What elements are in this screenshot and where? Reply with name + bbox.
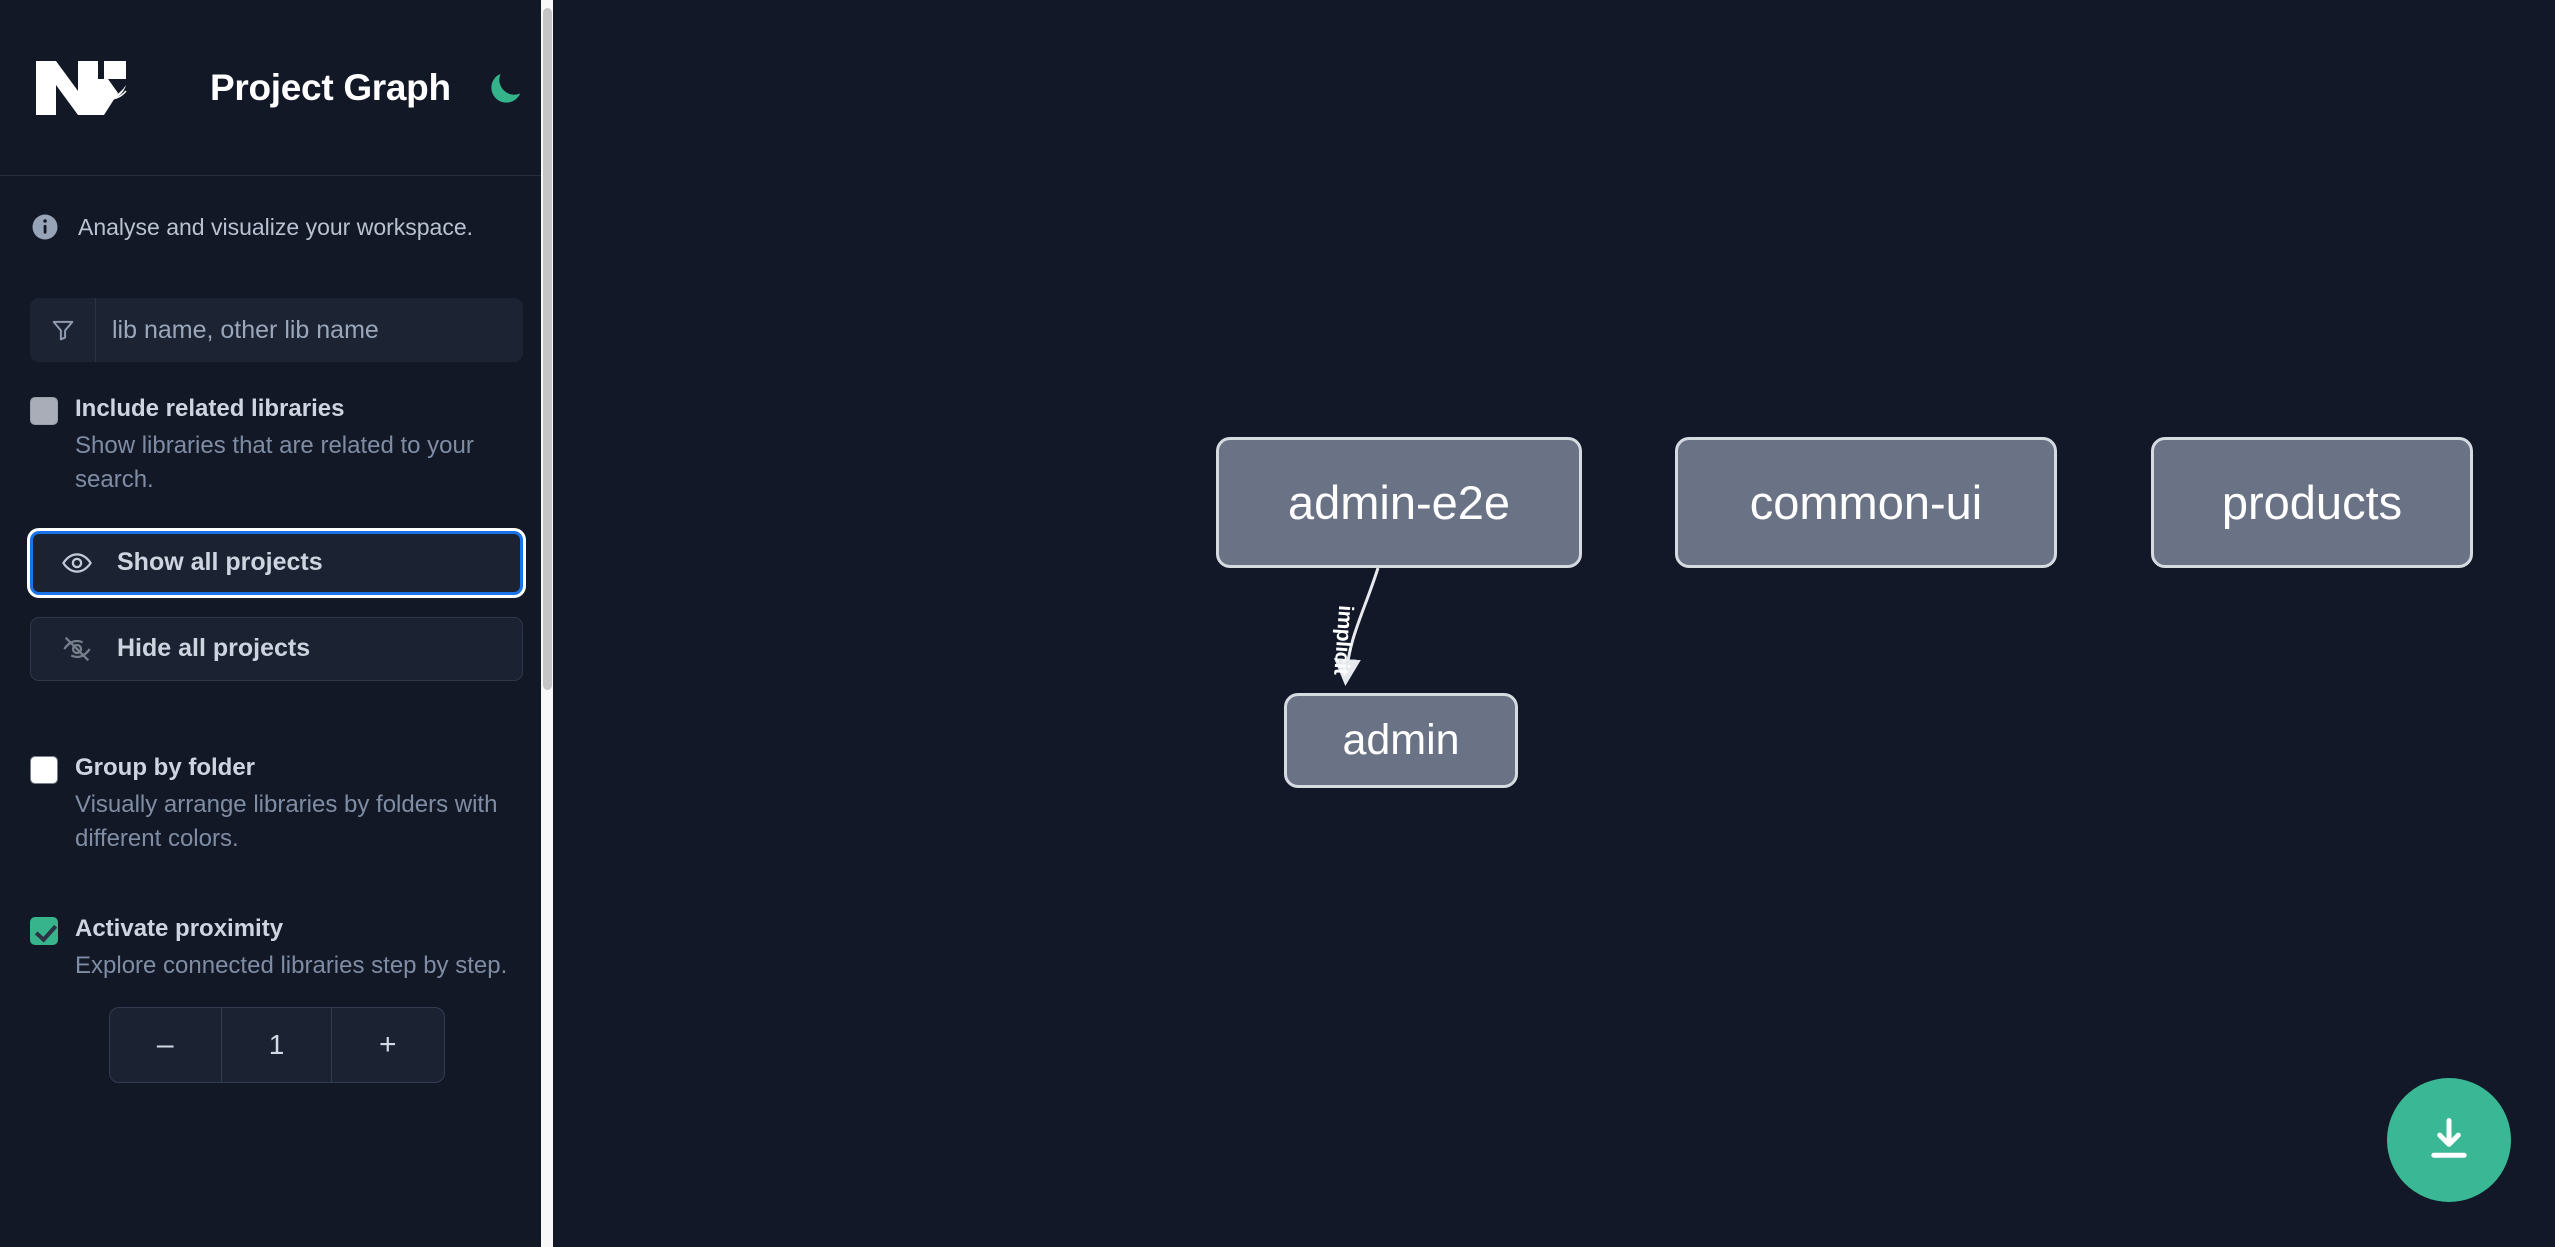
- option-description: Explore connected libraries step by step…: [75, 951, 508, 979]
- header-divider: [0, 175, 553, 176]
- workspace-info: Analyse and visualize your workspace.: [0, 176, 553, 276]
- option-title: Include related libraries: [75, 395, 345, 422]
- page-title: Project Graph: [210, 66, 451, 108]
- hide-all-projects-label: Hide all projects: [117, 634, 311, 663]
- filter-section: [0, 276, 553, 362]
- proximity-stepper-wrap: – 1 +: [0, 983, 553, 1083]
- option-include-related-libraries[interactable]: Include related libraries Show libraries…: [0, 362, 553, 497]
- sidebar: Project Graph Analyse and visualize y: [0, 0, 553, 1247]
- graph-edges: [1333, 567, 1380, 686]
- option-title: Activate proximity: [75, 914, 284, 942]
- node-label: admin-e2e: [1287, 476, 1511, 529]
- graph-node-common-ui[interactable]: common-ui: [1675, 437, 2057, 568]
- eye-off-icon: [59, 631, 95, 667]
- node-label: common-ui: [1749, 476, 1983, 529]
- hide-all-projects-button[interactable]: Hide all projects: [30, 616, 523, 681]
- proximity-value: 1: [220, 1007, 333, 1082]
- proximity-increment-button[interactable]: +: [379, 1027, 397, 1061]
- option-description: Show libraries that are related to your …: [75, 431, 474, 493]
- option-title: Group by folder: [75, 753, 255, 781]
- search-box: [30, 298, 523, 362]
- show-all-wrap: Show all projects: [0, 530, 553, 595]
- option-activate-proximity[interactable]: Activate proximity Explore connected lib…: [0, 882, 553, 983]
- workspace-info-text: Analyse and visualize your workspace.: [78, 213, 474, 240]
- edge-label-implicit-admin: implicit: [1329, 604, 1358, 676]
- nx-logo-icon: [30, 57, 130, 119]
- proximity-stepper: – 1 +: [108, 1006, 445, 1083]
- info-icon: [30, 212, 60, 242]
- filter-icon[interactable]: [30, 298, 96, 362]
- node-label: products: [2221, 476, 2403, 529]
- graph-node-admin-e2e[interactable]: admin-e2e: [1216, 437, 1582, 568]
- sidebar-scrollbar-thumb[interactable]: [543, 8, 552, 690]
- node-label: admin: [1342, 716, 1460, 764]
- search-input[interactable]: [96, 298, 523, 362]
- moon-icon[interactable]: [483, 65, 529, 111]
- graph-node-admin[interactable]: admin: [1284, 693, 1518, 788]
- option-description: Visually arrange libraries by folders wi…: [75, 790, 498, 852]
- show-all-projects-label: Show all projects: [117, 548, 323, 577]
- sidebar-header: Project Graph: [0, 0, 553, 175]
- checkbox-include-related-libraries[interactable]: [30, 397, 58, 425]
- option-group-by-folder[interactable]: Group by folder Visually arrange librari…: [0, 721, 553, 856]
- download-icon: [2423, 1113, 2475, 1168]
- download-graph-button[interactable]: [2387, 1078, 2511, 1202]
- graph-node-products[interactable]: products: [2151, 437, 2473, 568]
- checkbox-activate-proximity[interactable]: [30, 916, 58, 945]
- eye-icon: [59, 545, 95, 581]
- graph-canvas[interactable]: admin-e2e common-ui products store-e2e a…: [553, 0, 2555, 1247]
- checkbox-group-by-folder[interactable]: [30, 755, 58, 784]
- proximity-decrement-button[interactable]: –: [156, 1027, 174, 1061]
- show-all-projects-button[interactable]: Show all projects: [30, 530, 523, 595]
- hide-all-wrap: Hide all projects: [0, 616, 553, 681]
